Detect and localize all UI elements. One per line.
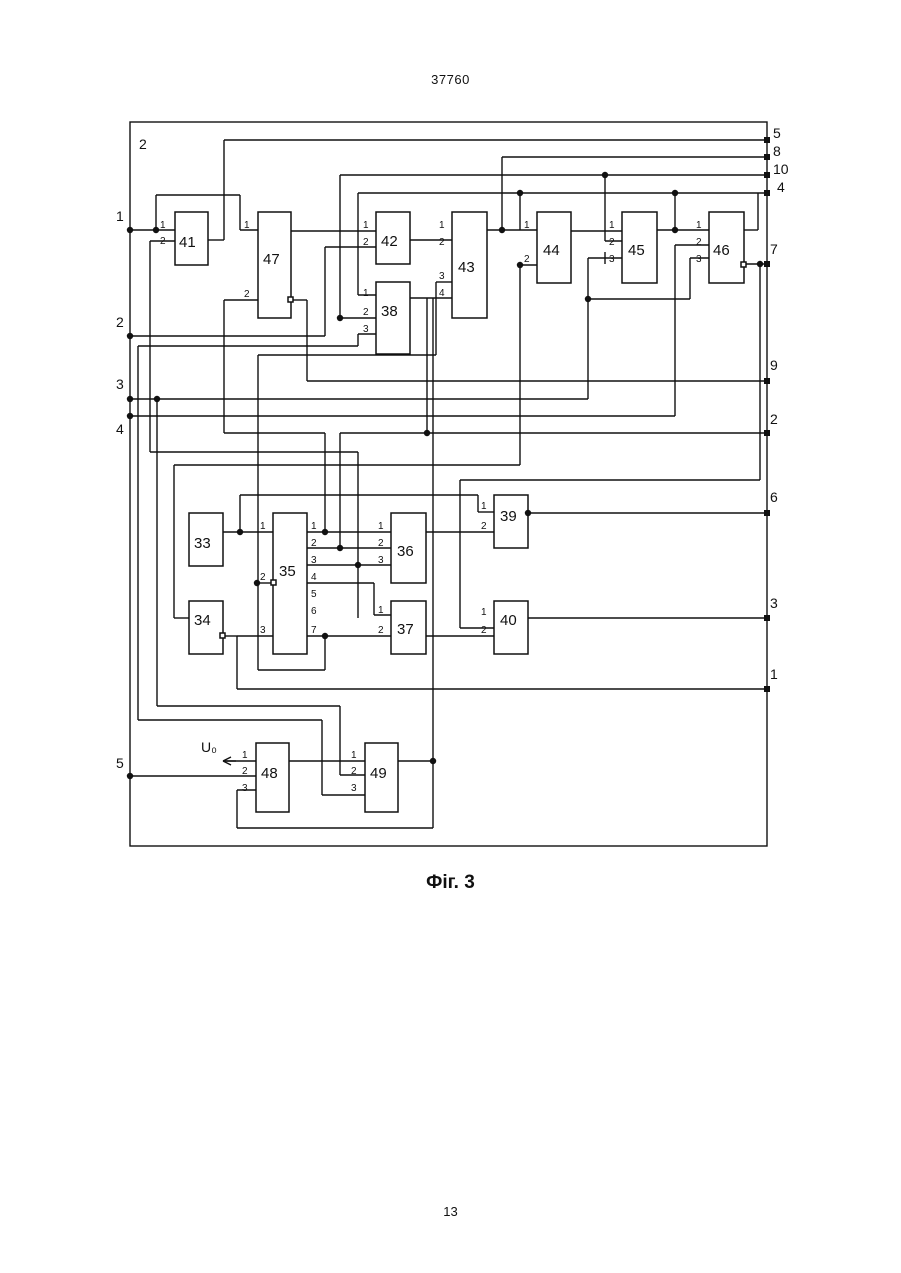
- left-terminal-3: 3: [116, 376, 124, 392]
- pin-label: 1: [242, 750, 248, 761]
- block-46-label: 46: [713, 242, 730, 259]
- left-terminal-5: 5: [116, 755, 124, 771]
- pin-label: 1: [481, 607, 487, 618]
- pin-label: 2: [378, 625, 384, 636]
- pin-label: 2: [439, 237, 445, 248]
- left-terminal-4: 4: [116, 421, 124, 437]
- right-terminal-2: 2: [770, 411, 778, 427]
- block-37-label: 37: [397, 621, 414, 638]
- block-44-label: 44: [543, 242, 560, 259]
- pin-label: 3: [609, 254, 615, 265]
- pin-label: 1: [481, 501, 487, 512]
- pin-label: 2: [363, 237, 369, 248]
- block-43-label: 43: [458, 259, 475, 276]
- pin-label: 3: [363, 324, 369, 335]
- block-39-label: 39: [500, 508, 517, 525]
- pin-label: 2: [481, 521, 487, 532]
- block-33-label: 33: [194, 535, 211, 552]
- pin-label: 1: [378, 605, 384, 616]
- pin-label: 3: [696, 254, 702, 265]
- left-terminal-2: 2: [116, 314, 124, 330]
- pin-label: 1: [524, 220, 530, 231]
- pin-numbers: 1 2 1 2 1 2 1 2 3 1 2 3 4 1 2 1 2 3 1 2 …: [160, 220, 702, 794]
- right-terminal-4: 4: [777, 179, 785, 195]
- pin-label: 2: [378, 538, 384, 549]
- pin-label: 1: [378, 521, 384, 532]
- inverter-bubble: [220, 633, 225, 638]
- pin-label: 1: [363, 288, 369, 299]
- module-label: 2: [139, 136, 147, 152]
- pin-label: 2: [481, 625, 487, 636]
- pin-label: 2: [351, 766, 357, 777]
- pin-label: 3: [378, 555, 384, 566]
- figure-caption: Фіг. 3: [0, 872, 901, 894]
- right-terminal-6: 6: [770, 489, 778, 505]
- pin-label: 1: [160, 220, 166, 231]
- block-49-label: 49: [370, 765, 387, 782]
- pin-label: 4: [439, 288, 445, 299]
- right-terminal-7: 7: [770, 241, 778, 257]
- pin-label: 3: [351, 783, 357, 794]
- block-35-label: 35: [279, 563, 296, 580]
- pin-label: 1: [260, 521, 266, 532]
- pin-label: 1: [351, 750, 357, 761]
- pin-label: 2: [242, 766, 248, 777]
- block-35: [273, 513, 307, 654]
- right-terminal-5: 5: [773, 125, 781, 141]
- pin-label: 5: [311, 589, 317, 600]
- output-u0: U₀: [201, 739, 236, 765]
- block-47-label: 47: [263, 251, 280, 268]
- inverter-bubble: [741, 262, 746, 267]
- pin-label: 2: [609, 237, 615, 248]
- pin-label: 2: [260, 572, 266, 583]
- pin-label: 1: [696, 220, 702, 231]
- page-number: 13: [0, 1204, 901, 1219]
- pin-label: 1: [363, 220, 369, 231]
- block-36-label: 36: [397, 543, 414, 560]
- right-terminal-10: 10: [773, 161, 789, 177]
- pin-label: 7: [311, 625, 317, 636]
- right-terminal-9: 9: [770, 357, 778, 373]
- pin-label: 6: [311, 606, 317, 617]
- left-terminal-labels: 1 2 3 4 5: [116, 208, 124, 771]
- pin-label: 1: [609, 220, 615, 231]
- pin-label: 3: [311, 555, 317, 566]
- pin-label: 3: [260, 625, 266, 636]
- pin-label: 1: [244, 220, 250, 231]
- block-38-label: 38: [381, 303, 398, 320]
- pin-label: 4: [311, 572, 317, 583]
- right-terminal-8: 8: [773, 143, 781, 159]
- pin-label: 2: [311, 538, 317, 549]
- pin-label: 1: [439, 220, 445, 231]
- pin-label: 1: [311, 521, 317, 532]
- right-terminal-3: 3: [770, 595, 778, 611]
- block-42-label: 42: [381, 233, 398, 250]
- block-40-label: 40: [500, 612, 517, 629]
- pin-label: 2: [160, 236, 166, 247]
- pin-label: 2: [696, 237, 702, 248]
- pin-label: 2: [363, 307, 369, 318]
- left-terminal-1: 1: [116, 208, 124, 224]
- pin-label: 2: [244, 289, 250, 300]
- block-48-label: 48: [261, 765, 278, 782]
- pin-label: 3: [439, 271, 445, 282]
- pin-label: 3: [242, 783, 248, 794]
- right-terminal-1: 1: [770, 666, 778, 682]
- inverter-bubble: [271, 580, 276, 585]
- block-41-label: 41: [179, 234, 196, 251]
- inverter-bubble: [288, 297, 293, 302]
- block-45-label: 45: [628, 242, 645, 259]
- wires: [130, 140, 767, 828]
- pin-label: 2: [524, 254, 530, 265]
- voltage-label: U₀: [201, 739, 217, 755]
- block-34-label: 34: [194, 612, 211, 629]
- terminal-markers: [127, 137, 770, 779]
- right-terminal-labels: 5 8 10 4 7 9 2 6 3 1: [770, 125, 789, 682]
